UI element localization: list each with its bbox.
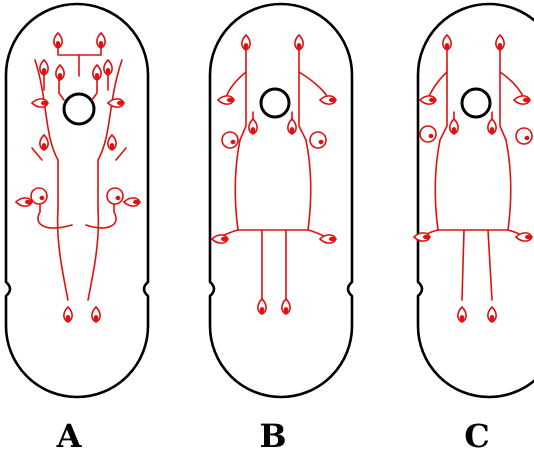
eye-spot: [261, 89, 289, 117]
sensory-organs: [16, 33, 140, 322]
nerve-network: [420, 44, 526, 300]
body-outline: [210, 4, 352, 397]
nerve-network: [32, 42, 126, 300]
sensory-organs: [212, 35, 336, 314]
nerve-network: [218, 44, 328, 300]
panel-label-a: A: [56, 417, 83, 451]
panel-b: [210, 4, 352, 397]
panel-label-c: C: [464, 417, 489, 451]
sensory-organs: [414, 35, 532, 322]
eye-spot: [64, 94, 94, 124]
panel-label-b: B: [259, 417, 286, 451]
panel-c: [414, 4, 534, 397]
eye-spot: [462, 89, 490, 117]
panel-a: [6, 4, 148, 397]
